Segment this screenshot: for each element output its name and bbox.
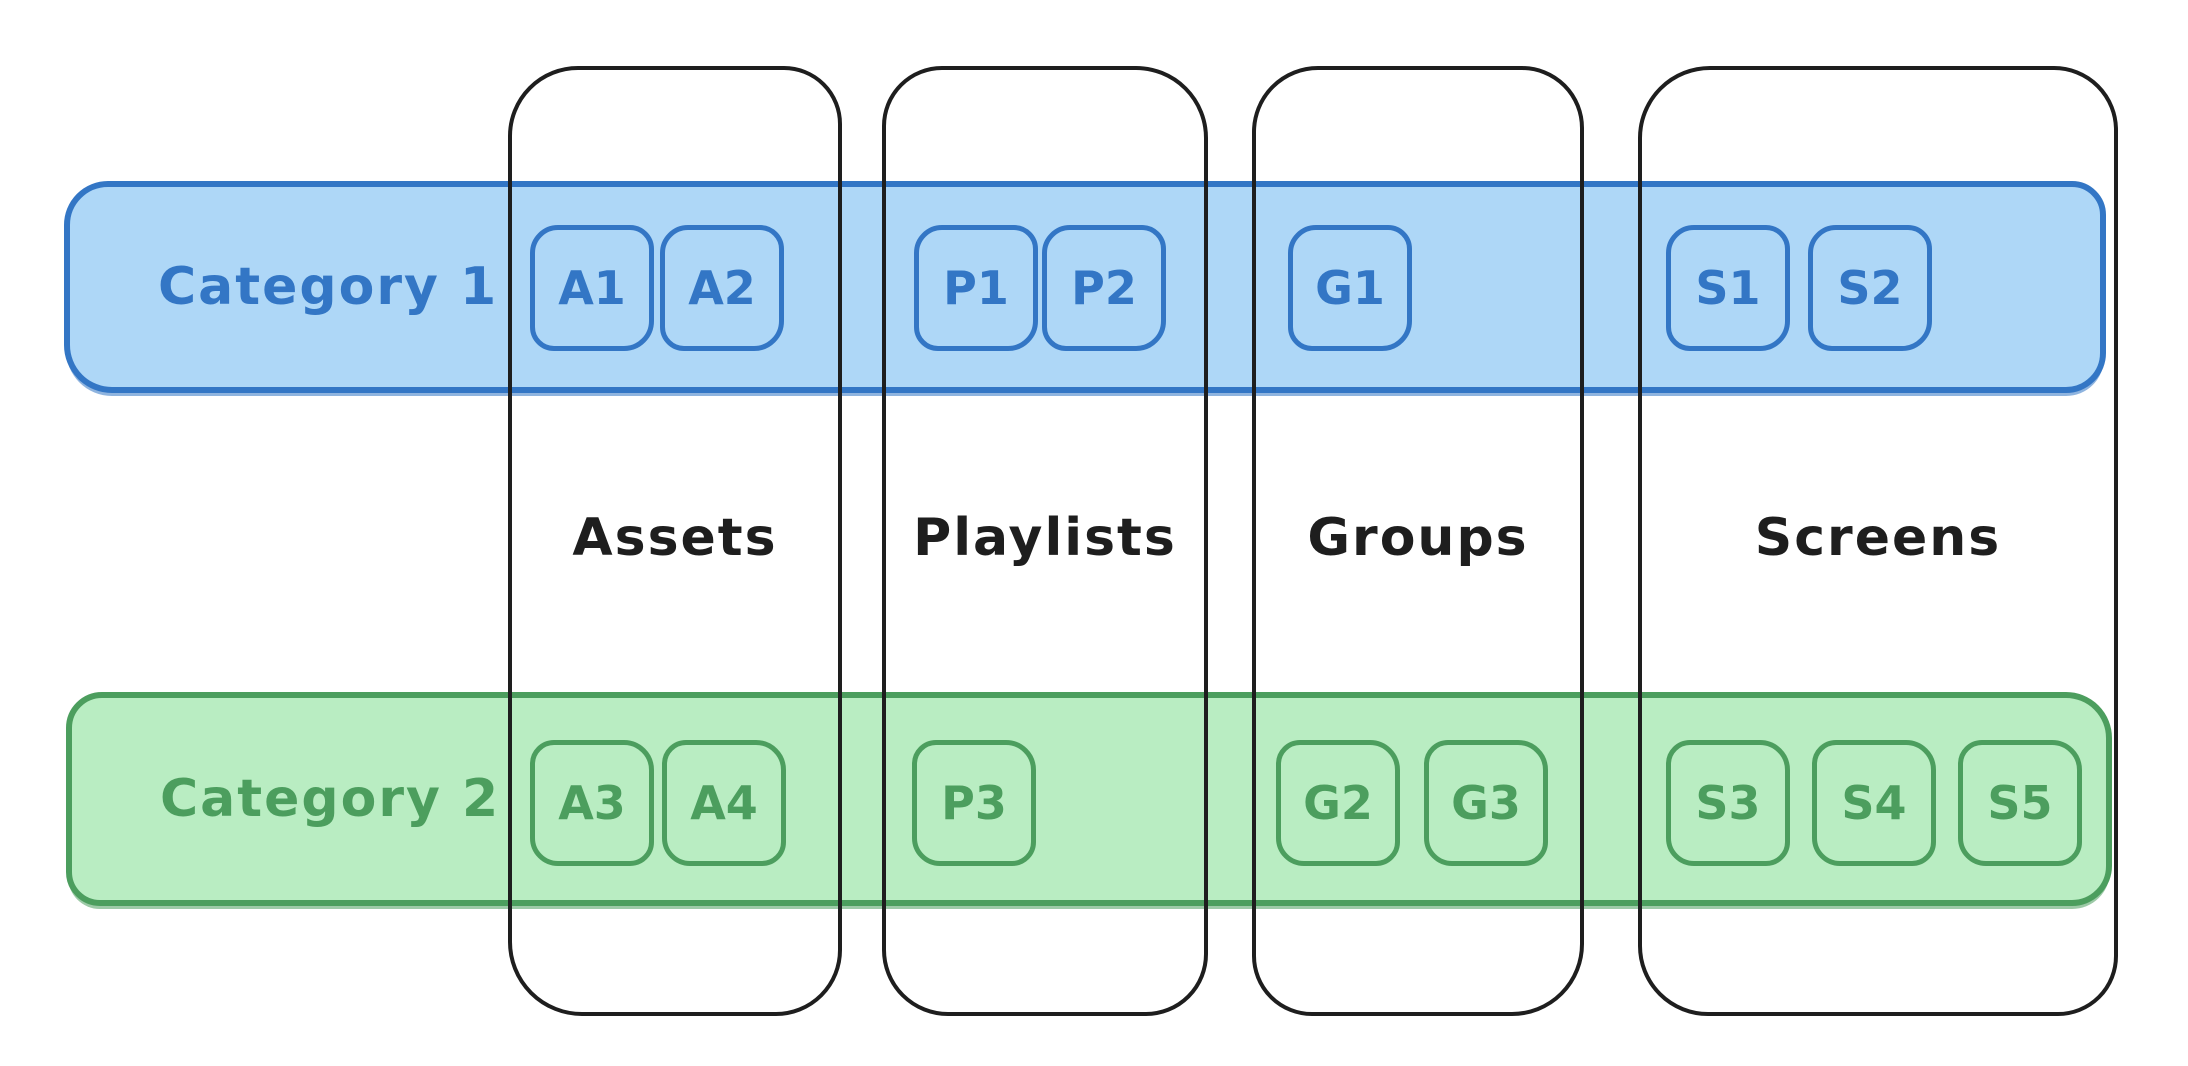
cell-a2: A2 (660, 225, 784, 351)
cell-a4: A4 (662, 740, 786, 866)
cell-s4: S4 (1812, 740, 1936, 866)
cell-s3: S3 (1666, 740, 1790, 866)
cell-g1: G1 (1288, 225, 1412, 351)
column-groups-label: Groups (1307, 508, 1529, 568)
cell-a3: A3 (530, 740, 654, 866)
cell-s1: S1 (1666, 225, 1790, 351)
row-category-2: Category 2 (66, 692, 2112, 906)
cell-p2: P2 (1042, 225, 1166, 351)
row-category-2-label: Category 2 (160, 769, 501, 829)
column-screens-label: Screens (1754, 508, 2002, 568)
cell-p3: P3 (912, 740, 1036, 866)
cell-p1: P1 (914, 225, 1038, 351)
cell-s5: S5 (1958, 740, 2082, 866)
row-category-1-label: Category 1 (158, 257, 499, 317)
row-category-1: Category 1 (64, 181, 2106, 393)
cell-s2: S2 (1808, 225, 1932, 351)
cell-g3: G3 (1424, 740, 1548, 866)
cell-g2: G2 (1276, 740, 1400, 866)
column-playlists-label: Playlists (913, 508, 1177, 568)
column-assets-label: Assets (572, 508, 778, 568)
cell-a1: A1 (530, 225, 654, 351)
